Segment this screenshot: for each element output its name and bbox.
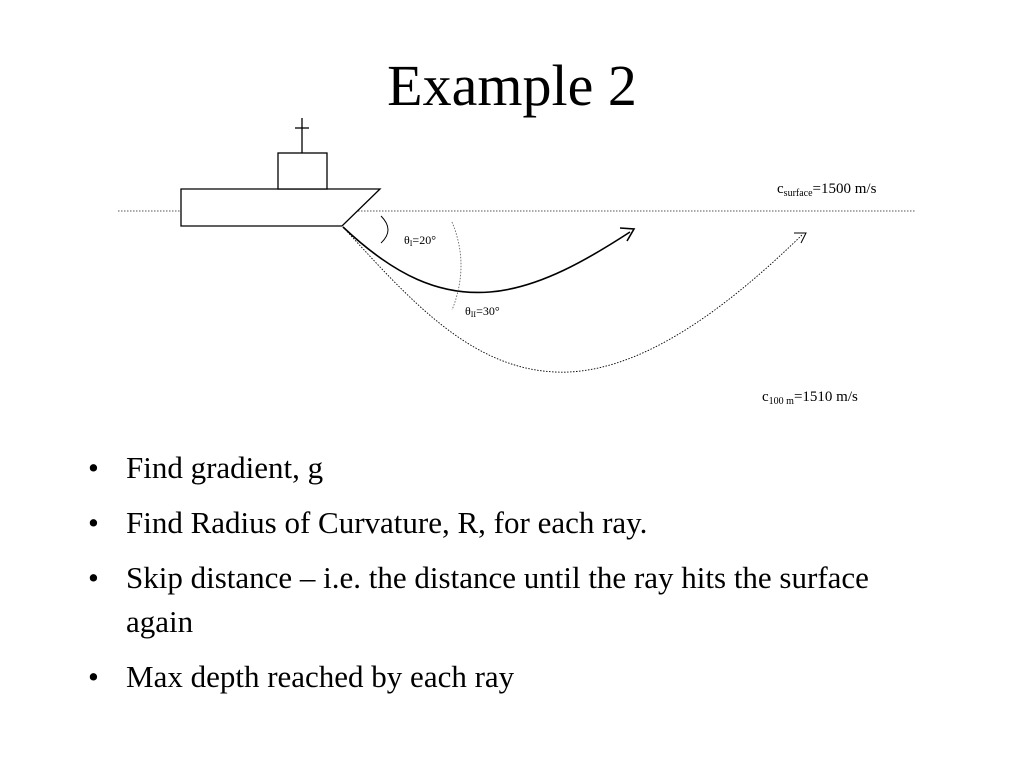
bullet-item: • Skip distance – i.e. the distance unti…: [88, 556, 928, 644]
bullet-text: Find Radius of Curvature, R, for each ra…: [126, 505, 648, 540]
ray-1-angle-label: θI=20°: [404, 233, 436, 248]
ray-2-arrowhead: [794, 232, 807, 244]
bullet-marker: •: [88, 505, 99, 540]
depth-speed-label: c100 m=1510 m/s: [762, 389, 858, 407]
bullet-marker: •: [88, 659, 99, 694]
angle-arc-1: [380, 215, 389, 244]
ship-cabin: [277, 152, 328, 190]
ray-1-arrowhead: [619, 227, 636, 242]
ray-diagram: [118, 118, 915, 373]
slide-title: Example 2: [387, 53, 637, 118]
surface-speed-label: csurface=1500 m/s: [777, 181, 877, 199]
ray-1-path: [342, 226, 631, 294]
bullet-item: • Max depth reached by each ray: [88, 655, 928, 699]
bullet-item: • Find gradient, g: [88, 446, 928, 490]
bullet-list: • Find gradient, g • Find Radius of Curv…: [88, 446, 928, 710]
bullet-text: Skip distance – i.e. the distance until …: [126, 560, 869, 639]
ray-2-path: [342, 226, 804, 373]
bullet-marker: •: [88, 450, 99, 485]
ray-2-angle-label: θII=30°: [465, 304, 500, 319]
bullet-marker: •: [88, 560, 99, 595]
bullet-text: Max depth reached by each ray: [126, 659, 515, 694]
ship-icon: [180, 118, 382, 227]
angle-arc-2: [451, 221, 462, 311]
bullet-text: Find gradient, g: [126, 450, 324, 485]
ship-hull: [180, 188, 382, 227]
bullet-item: • Find Radius of Curvature, R, for each …: [88, 501, 928, 545]
